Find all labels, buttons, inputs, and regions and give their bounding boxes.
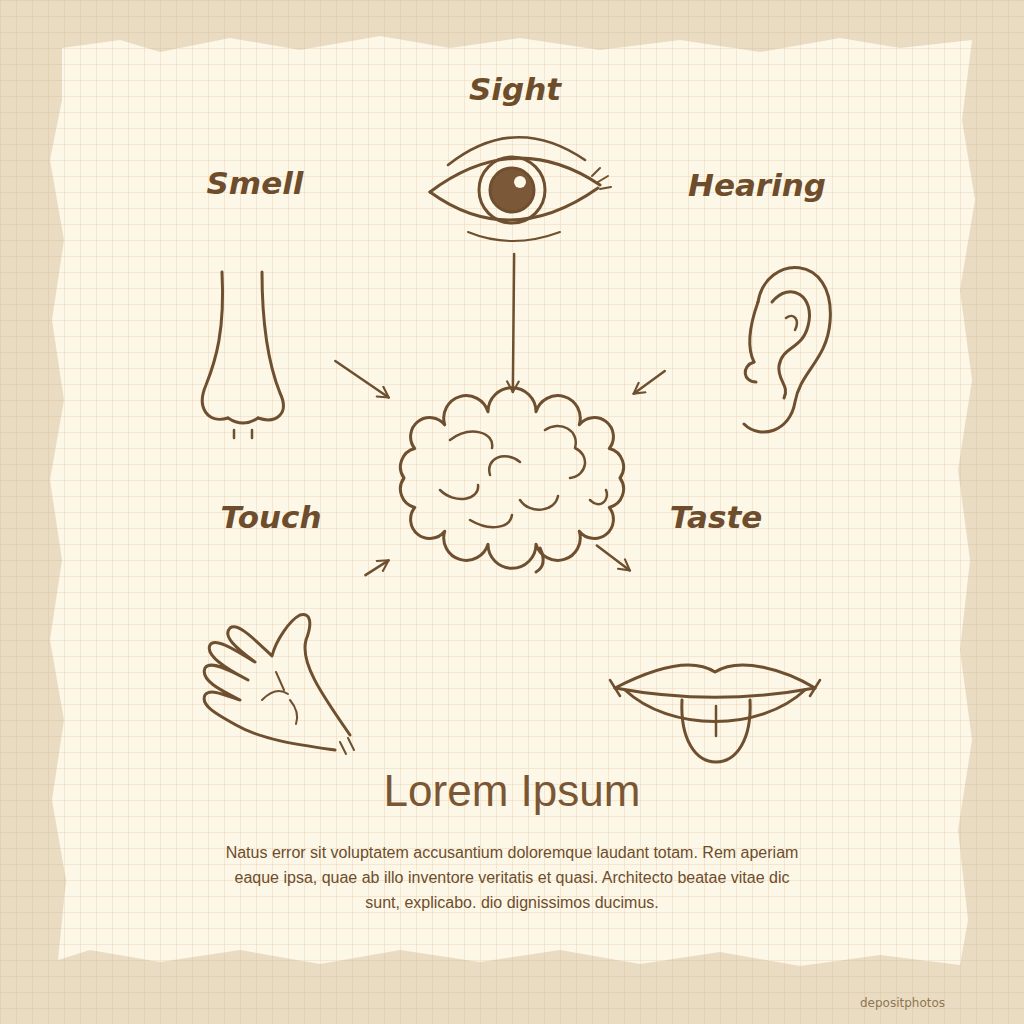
sense-label: Sight [420,72,610,106]
mouth-icon [610,665,820,762]
paper-sheet [50,36,975,966]
sense-arrow [634,371,665,394]
taste-sense: Taste [600,500,832,770]
sense-label: Hearing [668,168,846,202]
heading: Lorem Ipsum [212,766,812,816]
ear-icon [744,267,830,432]
brain-icon [400,388,623,572]
caption-text: Natus error sit voluptatem accusantium d… [222,840,802,915]
brain-node [392,396,632,568]
eye-icon [430,137,611,241]
sense-arrow [513,254,514,392]
watermark: depositphotos [860,996,945,1010]
sense-label: Smell [178,166,332,200]
smell-sense: Smell [178,166,332,446]
hand-icon [204,614,354,754]
touch-sense: Touch [180,500,362,770]
hearing-sense: Hearing [668,168,846,440]
sense-arrow [335,361,388,398]
sight-sense: Sight [420,72,610,250]
sense-label: Touch [180,500,362,534]
sense-label: Taste [600,500,832,534]
sense-arrow [597,546,630,571]
sense-arrow [365,560,388,575]
brain-outline [400,388,623,569]
nose-icon [202,272,283,438]
